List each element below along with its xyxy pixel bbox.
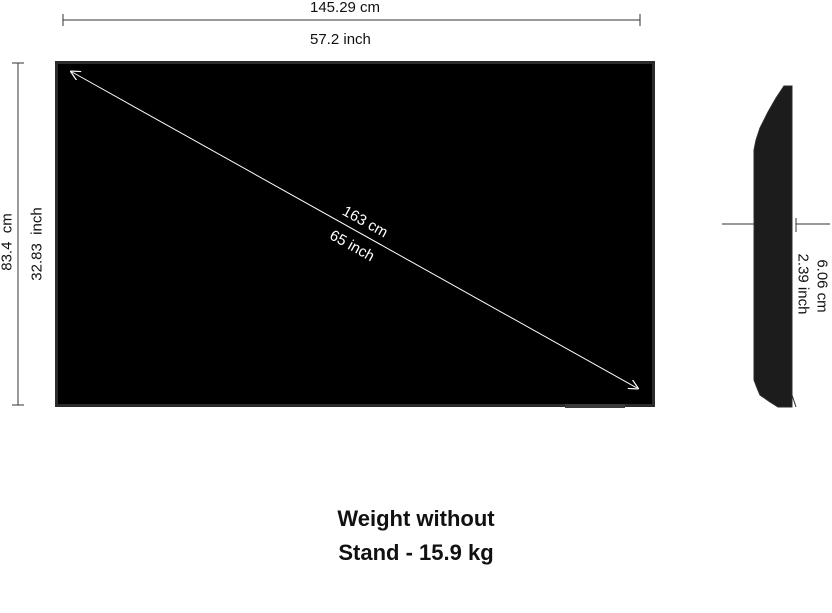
weight-line-1: Weight without bbox=[337, 506, 495, 531]
width-inch-label: 57.2 inch bbox=[310, 31, 371, 48]
depth-cm-label: 6.06 cm bbox=[813, 259, 831, 313]
depth-inch-label: 2.39 inch bbox=[794, 253, 812, 315]
tv-bottom-bracket bbox=[565, 404, 625, 408]
width-cm-label: 145.29 cm bbox=[310, 0, 381, 16]
weight-line-2: Stand - 15.9 kg bbox=[338, 540, 494, 565]
